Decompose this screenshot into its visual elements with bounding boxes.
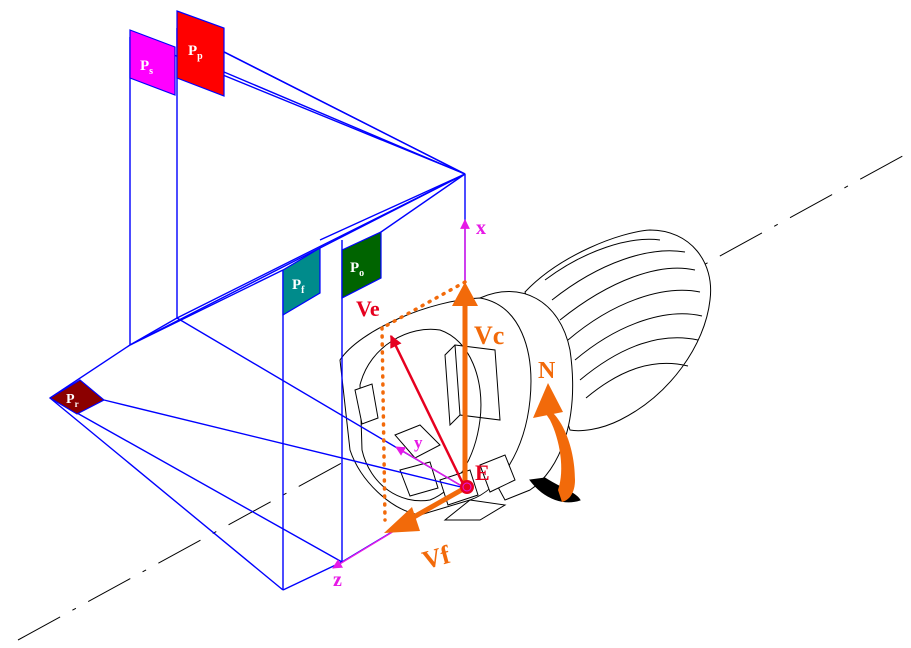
y-axis-label: y: [414, 433, 423, 452]
rotation-arrow: [533, 383, 575, 502]
svg-text:Pp: Pp: [188, 43, 203, 62]
vc-label: Vc: [474, 321, 504, 350]
svg-text:Pf: Pf: [292, 277, 305, 296]
vc-vector: [452, 282, 478, 488]
svg-text:Ps: Ps: [140, 58, 153, 77]
plane-tag-pp: Pp: [176, 10, 225, 97]
plane-tag-po: Po: [341, 231, 382, 299]
plane-tag-pr: Pr: [48, 379, 106, 415]
x-axis-label: x: [476, 217, 486, 239]
vf-vector: [384, 485, 467, 533]
vf-label: Vf: [419, 540, 453, 575]
velocity-parallelogram: [380, 280, 467, 522]
ve-vector: [389, 334, 467, 489]
plane-tag-ps: Ps: [129, 29, 176, 96]
rotation-label: N: [538, 358, 556, 384]
point-e-marker: [460, 480, 474, 494]
svg-text:Po: Po: [350, 260, 364, 279]
y-axis: [395, 446, 466, 489]
z-axis-label: z: [333, 569, 342, 591]
plane-tag-pf: Pf: [282, 246, 321, 317]
milling-tool: [339, 229, 712, 521]
svg-text:Pr: Pr: [66, 392, 79, 409]
point-e-label: E: [475, 460, 490, 485]
ve-label: Ve: [356, 296, 380, 321]
